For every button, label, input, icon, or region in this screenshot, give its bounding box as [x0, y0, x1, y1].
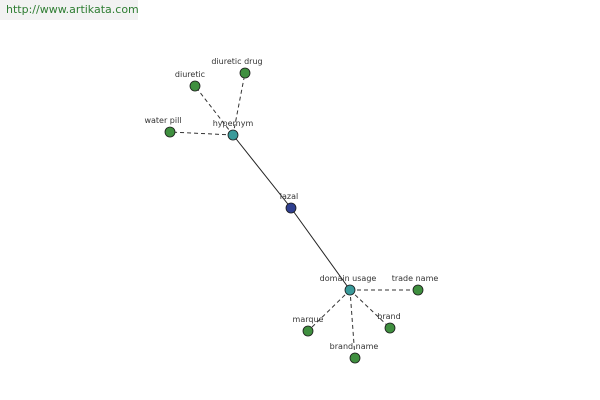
node-dot-water-pill[interactable] [164, 126, 176, 138]
node-water-pill[interactable]: water pill [144, 116, 182, 138]
edge-domain-usage-brand-name [349, 289, 356, 359]
site-watermark: http://www.artikata.com [0, 0, 139, 20]
node-label-center[interactable]: lazal [280, 192, 298, 201]
node-label-marque[interactable]: marque [293, 315, 324, 324]
edge-hypernym-water-pill [169, 131, 234, 136]
edge-hypernym-diuretic-drug [232, 72, 246, 136]
node-label-hypernym[interactable]: hypernym [213, 119, 254, 128]
edge-hypernym-diuretic [194, 85, 234, 136]
edge-domain-usage-marque [307, 289, 351, 332]
node-hypernym[interactable]: hypernym [213, 119, 254, 141]
node-diuretic[interactable]: diuretic [175, 70, 205, 92]
edge-domain-usage-brand [349, 289, 391, 329]
node-brand[interactable]: brand [377, 312, 401, 334]
node-dot-hypernym[interactable] [227, 129, 239, 141]
edge-center-domain-usage [290, 207, 351, 291]
node-diuretic-drug[interactable]: diuretic drug [211, 57, 263, 79]
node-domain-usage[interactable]: domain usage [320, 274, 377, 296]
node-dot-domain-usage[interactable] [344, 284, 356, 296]
node-label-brand[interactable]: brand [377, 312, 400, 321]
nodes-layer: lazal hypernym domain usage diuretic diureti… [144, 57, 439, 364]
node-marque[interactable]: marque [293, 315, 324, 337]
node-trade-name[interactable]: trade name [392, 274, 439, 296]
node-dot-marque[interactable] [302, 325, 314, 337]
node-label-domain-usage[interactable]: domain usage [320, 274, 377, 283]
node-dot-diuretic-drug[interactable] [239, 67, 251, 79]
node-label-diuretic[interactable]: diuretic [175, 70, 205, 79]
node-label-diuretic-drug[interactable]: diuretic drug [211, 57, 262, 66]
node-dot-center[interactable] [285, 202, 297, 214]
node-dot-trade-name[interactable] [412, 284, 424, 296]
node-dot-brand-name[interactable] [349, 352, 361, 364]
edge-center-hypernym [232, 134, 292, 209]
node-label-trade-name[interactable]: trade name [392, 274, 439, 283]
node-dot-diuretic[interactable] [189, 80, 201, 92]
node-dot-brand[interactable] [384, 322, 396, 334]
edges-layer [169, 72, 418, 359]
node-label-water-pill[interactable]: water pill [144, 116, 181, 125]
node-label-brand-name[interactable]: brand name [330, 342, 379, 351]
node-brand-name[interactable]: brand name [330, 342, 379, 364]
node-center[interactable]: lazal [280, 192, 298, 214]
